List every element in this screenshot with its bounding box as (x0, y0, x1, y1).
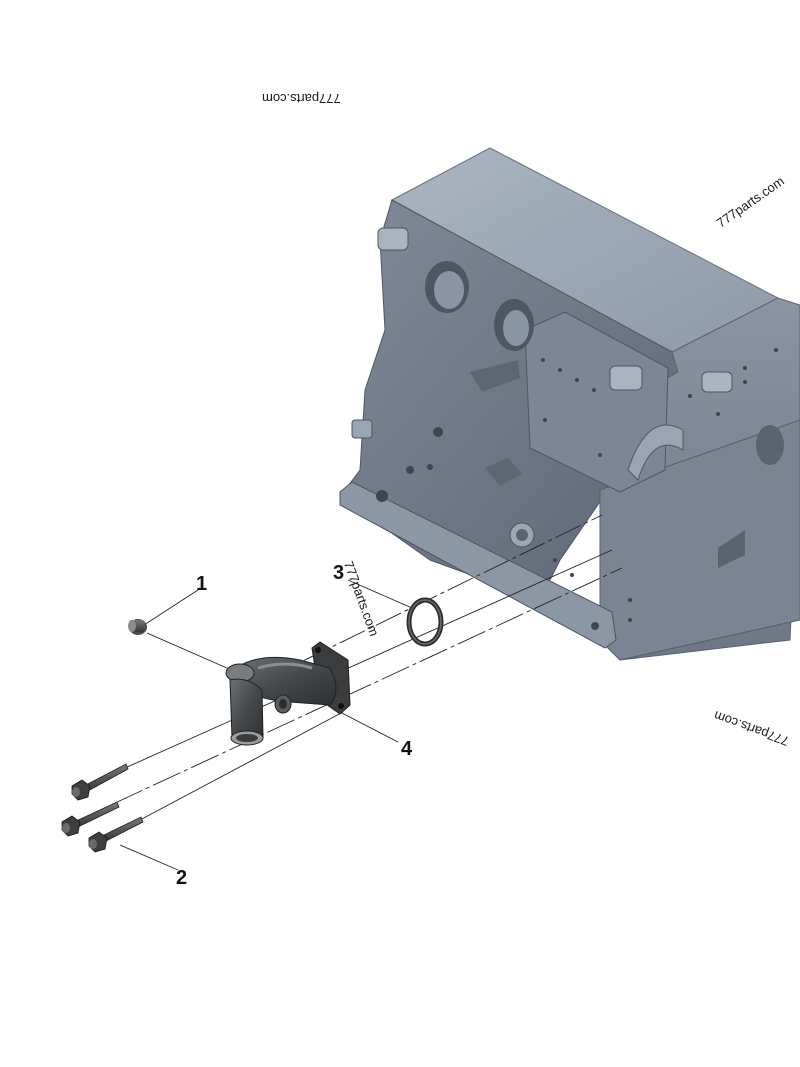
leader-line-4 (339, 711, 399, 743)
alignment-line-bottom (139, 711, 344, 821)
leader-line-2 (119, 844, 179, 871)
block-cover-plate (524, 311, 669, 493)
alignment-line-middle (124, 549, 613, 769)
leader-line-1b (146, 632, 237, 673)
block-boss-top-left (377, 227, 409, 251)
callout-part-3: 3 (333, 562, 345, 584)
alignment-line-lower (114, 567, 623, 804)
block-pad (470, 360, 520, 392)
block-boss-right (701, 371, 733, 393)
block-boss-left (351, 419, 373, 439)
watermark-top: 777parts.com (262, 91, 341, 106)
leader-line-1 (143, 589, 199, 626)
engine-block (339, 147, 800, 661)
bolt-lower (88, 816, 144, 853)
block-bolt-holes (376, 348, 778, 630)
block-bore-right (756, 425, 784, 465)
block-boss-mid (609, 365, 643, 391)
o-ring (406, 597, 444, 647)
block-pad-lower (485, 458, 522, 486)
bolts (61, 763, 144, 853)
block-base-flange (339, 481, 617, 649)
bolt-middle (61, 801, 120, 837)
leader-line-3 (347, 579, 413, 609)
callout-part-4: 4 (401, 738, 413, 760)
block-window (718, 530, 745, 568)
elbow-fitting (225, 641, 351, 746)
callout-part-2: 2 (176, 867, 188, 889)
callout-part-1: 1 (196, 573, 208, 595)
plug (128, 619, 147, 635)
bolt-upper (71, 763, 129, 801)
block-arch (627, 424, 684, 481)
